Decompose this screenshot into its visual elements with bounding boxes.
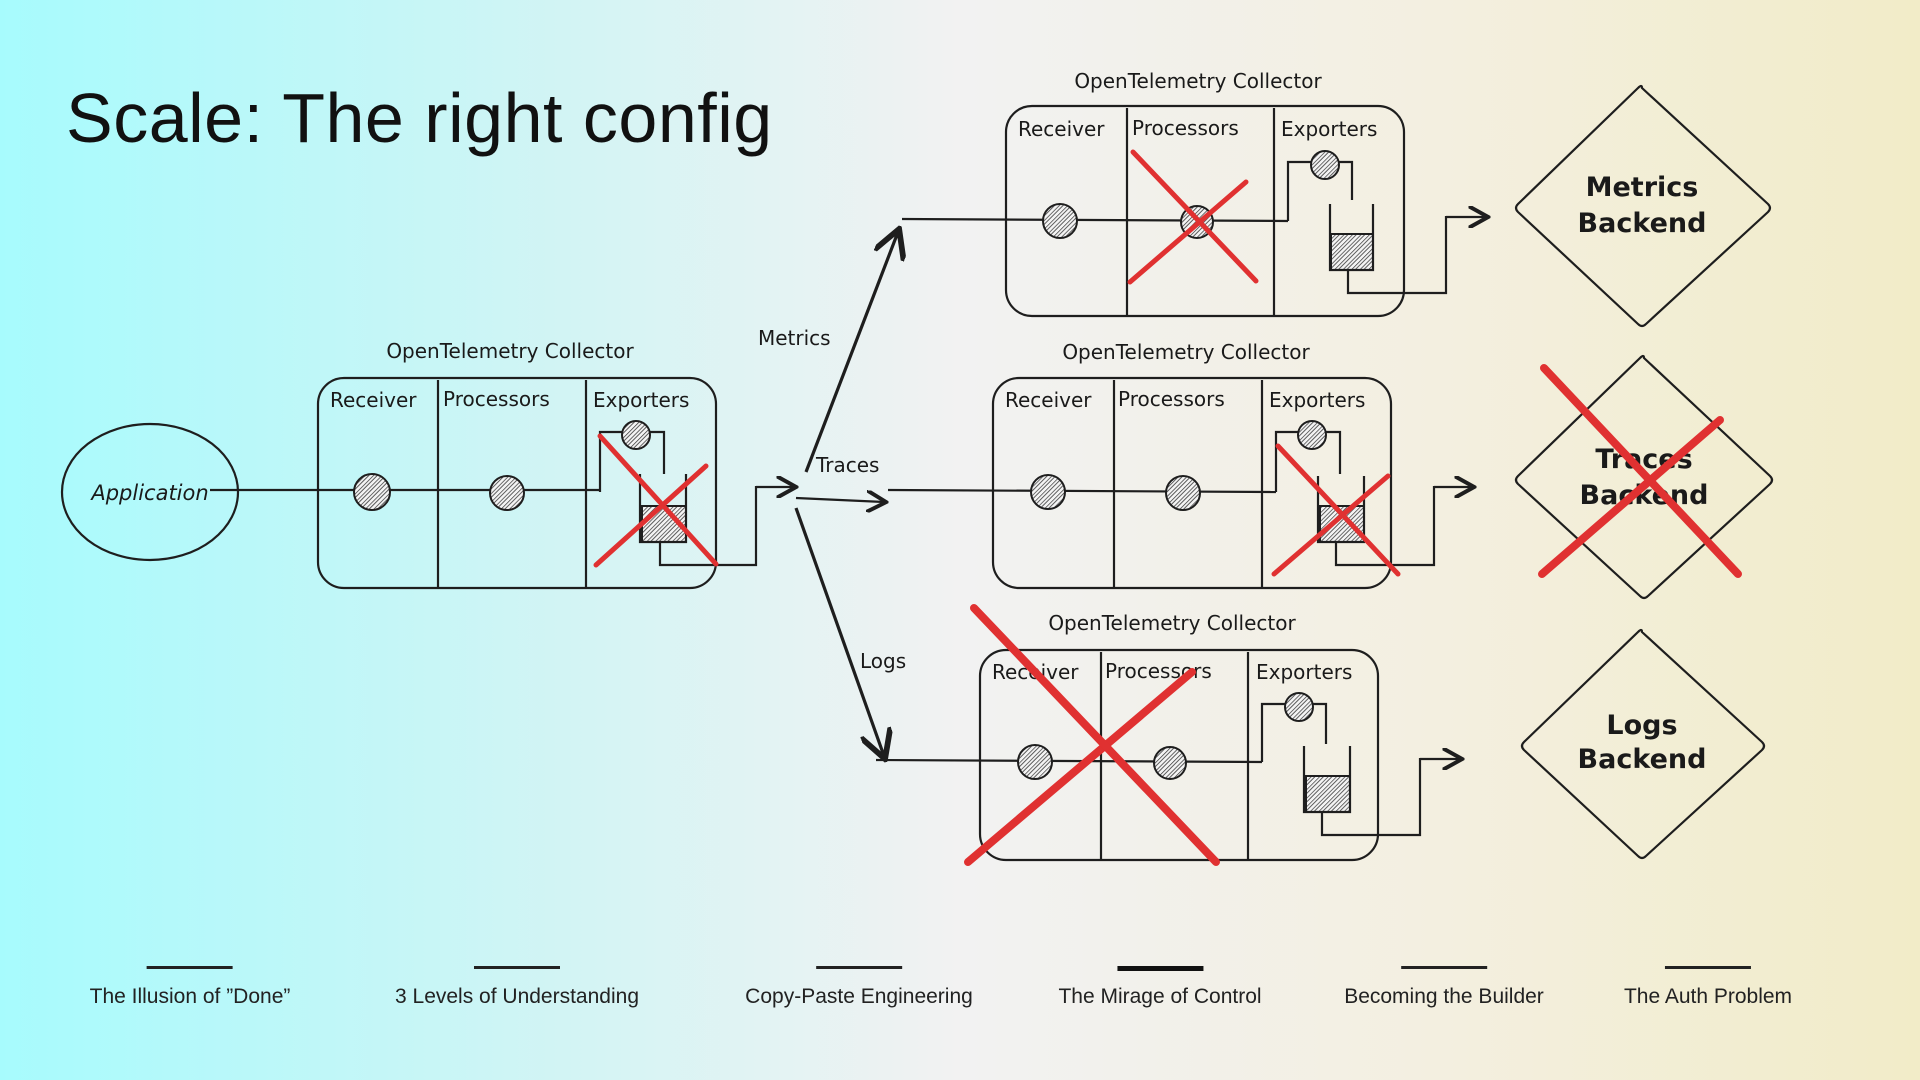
exporters-label: Exporters (1281, 117, 1377, 141)
nav-indicator (474, 966, 560, 969)
traces-backend: Traces Backend (1514, 354, 1774, 600)
nav-label: 3 Levels of Understanding (395, 985, 639, 1008)
exporter-queue (1330, 233, 1374, 271)
backend-label-line1: Metrics (1586, 172, 1699, 203)
exporter-cross-mark (1271, 473, 1391, 577)
processors-label: Processors (443, 387, 550, 411)
processor-cross-mark (1127, 179, 1249, 285)
receiver-node (1030, 474, 1066, 510)
architecture-diagram: Application OpenTelemetry Collector Rece… (60, 69, 1774, 866)
nav-item-copy-paste-engineering[interactable]: Copy-Paste Engineering (745, 966, 973, 1009)
nav-item-auth-problem[interactable]: The Auth Problem (1624, 966, 1792, 1009)
logs-signal-label: Logs (860, 649, 906, 673)
collector-title: OpenTelemetry Collector (1062, 340, 1310, 364)
exporter-queue (1305, 775, 1351, 813)
section-navigation: The Illusion of ”Done” 3 Levels of Under… (0, 966, 1920, 1026)
processor-node (489, 475, 525, 511)
collector-title: OpenTelemetry Collector (1074, 69, 1322, 93)
backend-label-line2: Backend (1578, 208, 1707, 239)
nav-indicator (1665, 966, 1751, 969)
receiver-label: Receiver (1018, 117, 1105, 141)
backend-label-line2: Backend (1578, 744, 1707, 775)
nav-indicator (1401, 966, 1487, 969)
backend-label-line1: Logs (1606, 710, 1677, 741)
nav-label: Becoming the Builder (1344, 985, 1544, 1008)
processor-node (1165, 475, 1201, 511)
nav-label: The Illusion of ”Done” (89, 985, 291, 1008)
nav-label: The Auth Problem (1623, 985, 1793, 1008)
nav-item-illusion-of-done[interactable]: The Illusion of ”Done” (89, 966, 291, 1009)
logs-arrow (794, 507, 884, 756)
collector-title: OpenTelemetry Collector (1048, 611, 1296, 635)
nav-label: The Mirage of Control (1058, 985, 1262, 1008)
application-node: Application (60, 422, 240, 562)
metrics-backend: Metrics Backend (1514, 84, 1772, 328)
processors-label: Processors (1118, 387, 1225, 411)
exporters-label: Exporters (593, 388, 689, 412)
slide-title: Scale: The right config (66, 79, 773, 157)
processor-node (1153, 746, 1187, 780)
receiver-label: Receiver (330, 388, 417, 412)
metrics-arrow (804, 232, 898, 473)
nav-indicator (146, 966, 233, 969)
collector-title: OpenTelemetry Collector (386, 339, 634, 363)
backend-cross-mark (1538, 416, 1724, 578)
receiver-node (1042, 203, 1078, 239)
traces-signal-label: Traces (815, 453, 879, 477)
exporter-node (1297, 420, 1327, 450)
traces-collector: OpenTelemetry Collector Receiver Process… (887, 340, 1436, 590)
nav-label: Copy-Paste Engineering (745, 985, 973, 1008)
receiver-node (1017, 744, 1053, 780)
nav-item-mirage-of-control[interactable]: The Mirage of Control (1058, 966, 1262, 1009)
nav-item-becoming-the-builder[interactable]: Becoming the Builder (1344, 966, 1544, 1009)
collector-cross-mark (964, 668, 1196, 866)
logs-backend: Logs Backend (1520, 628, 1766, 860)
processors-label: Processors (1132, 116, 1239, 140)
metrics-collector: OpenTelemetry Collector Receiver Process… (901, 69, 1448, 318)
nav-item-levels-of-understanding[interactable]: 3 Levels of Understanding (395, 966, 639, 1009)
traces-arrow (795, 498, 884, 502)
exporter-node (1310, 150, 1340, 180)
exporter-cross-mark (593, 463, 709, 568)
exporter-node (1284, 692, 1314, 722)
receiver-node (353, 473, 391, 511)
receiver-label: Receiver (1005, 388, 1092, 412)
nav-indicator-active (1117, 966, 1203, 971)
exporter-node (621, 420, 651, 450)
application-label: Application (89, 481, 208, 505)
exporters-label: Exporters (1256, 660, 1352, 684)
logs-collector: OpenTelemetry Collector Receiver Process… (875, 604, 1422, 866)
nav-indicator (815, 966, 902, 969)
main-collector: OpenTelemetry Collector Receiver Process… (316, 339, 758, 590)
exporters-label: Exporters (1269, 388, 1365, 412)
metrics-signal-label: Metrics (758, 326, 831, 350)
